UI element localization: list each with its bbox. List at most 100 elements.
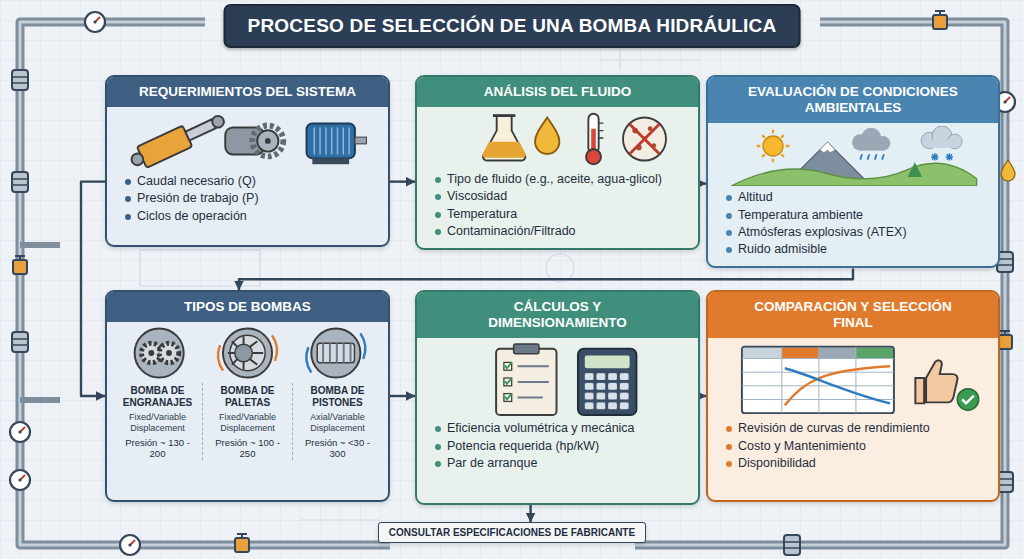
vane-pump-icon (218, 329, 277, 378)
pump-column: BOMBA DE ENGRANAJESFixed/Variable Displa… (113, 383, 202, 459)
pipe-fittings (10, 422, 30, 442)
pump-type: Fixed/Variable Displacement (116, 412, 199, 434)
piston-pump-icon (311, 329, 360, 378)
pipe-fittings (10, 11, 1015, 555)
pump-type: Fixed/Variable Displacement (206, 412, 289, 434)
electric-motor-icon (307, 124, 355, 159)
pipe-fittings (13, 256, 27, 274)
tree-icon (908, 163, 923, 178)
cylinder-icon (137, 126, 192, 168)
sun-icon (763, 136, 783, 156)
fluid-icons (425, 110, 690, 168)
clipboard-icon (514, 344, 539, 354)
bullet-item: Viscosidad (433, 188, 684, 205)
calculator-icon (578, 349, 636, 415)
thermometer-icon (586, 149, 601, 164)
process-panel: EVALUACIÓN DE CONDICIONES AMBIENTALES Al… (706, 75, 1000, 268)
pipe-fittings (12, 70, 28, 90)
gear-pump-icon (148, 350, 154, 356)
electric-motor-icon (307, 124, 367, 165)
comparison-table (856, 348, 893, 359)
oil-drop (1001, 160, 1015, 181)
flask-icon (482, 142, 525, 158)
drop-icon (535, 118, 559, 154)
comparison-table (742, 347, 894, 413)
cylinder-icon (127, 110, 228, 170)
snow-cap (820, 143, 835, 153)
comparison-table (743, 348, 782, 359)
snow-cloud-icon (931, 154, 953, 161)
rain-cloud-icon (852, 128, 890, 160)
comparison-table (742, 347, 894, 413)
piston-pump-icon (323, 343, 350, 363)
gear-pump-icon (159, 343, 179, 363)
piston-pump-icon (317, 343, 354, 363)
bullet-item: Altitud (724, 189, 984, 206)
electric-motor-icon (314, 128, 349, 155)
snow-cloud-icon (928, 140, 957, 148)
pipe-fittings (120, 535, 140, 555)
bullet-item: Presión de trabajo (P) (123, 190, 374, 207)
contamination-icon (630, 124, 660, 154)
contamination-icon (623, 118, 666, 161)
flask-icon (483, 116, 525, 161)
bullet-item: Temperatura ambiente (724, 207, 984, 224)
icon-slot (708, 123, 998, 186)
hydraulic-motor-icon (265, 138, 271, 144)
pipe-frame (20, 22, 1005, 545)
calculator-icon (585, 356, 630, 369)
pump-column: BOMBA DE PALETAS Fixed/Variable Displacem… (202, 383, 292, 459)
cylinder-icon (130, 152, 145, 167)
check-icon (962, 396, 974, 404)
bullet-list: AltitudTemperatura ambienteAtmósferas ex… (708, 186, 998, 266)
pipe-frame (20, 22, 1005, 545)
clipboard-icon (518, 367, 549, 398)
rain-cloud-icon (858, 143, 883, 151)
pump-name: BOMBA DE PALETAS (206, 385, 289, 409)
bullet-item: Potencia requerida (hp/kW) (433, 438, 684, 455)
blueprint-sketch (140, 250, 260, 286)
bullet-item: Caudal necesario (Q) (123, 173, 374, 190)
environment-icons (716, 126, 990, 186)
vane-pump-icon (272, 336, 277, 362)
flask-icon (482, 116, 525, 161)
flask-icon (493, 114, 515, 117)
panel-header: COMPARACIÓN Y SELECCIÓN FINAL (708, 292, 998, 338)
calculation-icons (425, 341, 690, 417)
icon-slot (708, 338, 998, 417)
pipe-frame (20, 22, 1005, 545)
pump-name: BOMBA DE PISTONES (296, 385, 379, 409)
check-icon (957, 389, 978, 410)
comparison-table (819, 348, 856, 359)
bullet-item: Par de arranque (433, 455, 684, 472)
bullet-list: Tipo de fluido (e.g., aceite, agua-glico… (417, 168, 698, 248)
panel-header: TIPOS DE BOMBAS (107, 292, 388, 322)
hydraulic-motor-icon (225, 126, 283, 157)
gear-pump-icon (142, 343, 162, 363)
bullet-list: Caudal necesario (Q)Presión de trabajo (… (107, 170, 388, 233)
note-text: CONSULTAR ESPECIFICACIONES DE FABRICANTE (379, 523, 645, 542)
bullet-item: Contaminación/Filtrado (433, 223, 684, 240)
piston-pump-icon (306, 347, 311, 373)
hydraulic-motor-icon (257, 131, 278, 152)
sun-icon (757, 130, 790, 163)
process-panel: COMPARACIÓN Y SELECCIÓN FINAL Revisión d… (706, 290, 1000, 502)
bullet-item: Eficiencia volumétrica y mecánica (433, 420, 684, 437)
requirements-icons (115, 110, 380, 170)
pipe-fittings (85, 12, 105, 32)
clipboard-icon (496, 344, 556, 415)
panel-title: CÁLCULOS Y DIMENSIONAMIENTO (453, 299, 663, 331)
gear-pump-icon (135, 329, 184, 378)
vane-pump-icon (223, 329, 272, 378)
pressure-range: Presión ~ 130 - 200 (116, 437, 199, 460)
process-panel: TIPOS DE BOMBAS BOMBA DE ENGRANAJESFixed… (105, 290, 390, 502)
comparison-table (785, 367, 890, 406)
comparison-table (782, 348, 819, 359)
pipe-fittings (12, 332, 28, 352)
thermometer-icon (586, 114, 603, 165)
piston-pump-icon (360, 334, 365, 360)
pressure-range: Presión ~ <30 - 300 (296, 437, 379, 460)
bullet-item: Tipo de fluido (e.g., aceite, agua-glico… (433, 171, 684, 188)
icon-slot (417, 107, 698, 168)
panel-header: CÁLCULOS Y DIMENSIONAMIENTO (417, 292, 698, 338)
